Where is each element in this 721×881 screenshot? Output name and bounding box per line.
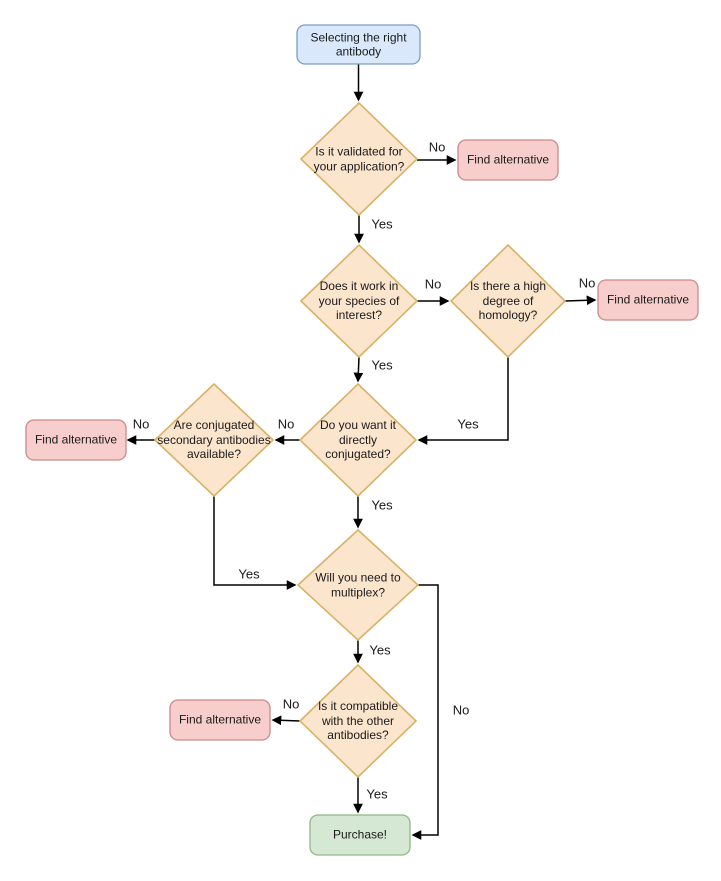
decision-homology: [449, 243, 567, 359]
edge-secondary-yes-to-multiplex: [213, 496, 297, 590]
start-node: [296, 24, 421, 65]
decision-validated-label: Is it validated for your application?: [313, 144, 405, 173]
decision-secondary-label: Are conjugated secondary antibodies avai…: [157, 418, 271, 462]
label-secondary-no: No: [132, 416, 150, 432]
find-alternative-2-node: [597, 279, 699, 321]
label-homology-no: No: [578, 275, 596, 291]
label-conjugated-no: No: [277, 416, 295, 432]
label-multiplex-no: No: [452, 702, 470, 718]
edge-species-yes-to-conjugated: [353, 356, 364, 383]
edge-compatible-no-to-alternative: [271, 715, 301, 726]
find-alternative-4-node: [169, 699, 271, 741]
find-alternative-4-label: Find alternative: [178, 712, 262, 727]
find-alternative-1-label: Find alternative: [466, 152, 550, 167]
decision-conjugated: [298, 382, 418, 498]
decision-conjugated-label: Do you want it directly conjugated?: [319, 418, 397, 462]
find-alternative-3-node: [25, 419, 127, 461]
label-homology-yes: Yes: [457, 416, 479, 432]
label-secondary-yes: Yes: [238, 566, 260, 582]
start-label: Selecting the right antibody: [310, 29, 407, 59]
decision-secondary: [153, 382, 275, 498]
edge-multiplex-no-to-purchase: [411, 584, 439, 840]
label-species-yes: Yes: [371, 357, 393, 373]
find-alternative-2-label: Find alternative: [606, 292, 690, 307]
find-alternative-1-node: [457, 139, 559, 181]
label-validated-yes: Yes: [371, 216, 393, 232]
find-alternative-3-label: Find alternative: [34, 432, 118, 447]
edge-homology-yes-to-conjugated: [417, 357, 509, 445]
edge-homology-no-to-alternative: [564, 295, 597, 306]
label-compatible-yes: Yes: [366, 786, 388, 802]
decision-validated: [299, 101, 419, 217]
decision-species: [299, 243, 419, 359]
label-conjugated-yes: Yes: [371, 497, 393, 513]
decision-compatible-label: Is it compatible with the other antibodi…: [317, 699, 399, 743]
label-compatible-no: No: [282, 696, 300, 712]
purchase-label: Purchase!: [332, 827, 388, 842]
decision-homology-label: Is there a high degree of homology?: [469, 279, 547, 323]
decision-multiplex: [296, 528, 420, 642]
decision-species-label: Does it work in your species of interest…: [318, 279, 400, 323]
decision-multiplex-label: Will you need to multiplex?: [315, 570, 401, 599]
label-multiplex-yes: Yes: [369, 642, 391, 658]
decision-compatible: [298, 663, 418, 779]
label-species-no: No: [424, 276, 442, 292]
purchase-node: [309, 814, 411, 856]
label-validated-no: No: [428, 139, 446, 155]
